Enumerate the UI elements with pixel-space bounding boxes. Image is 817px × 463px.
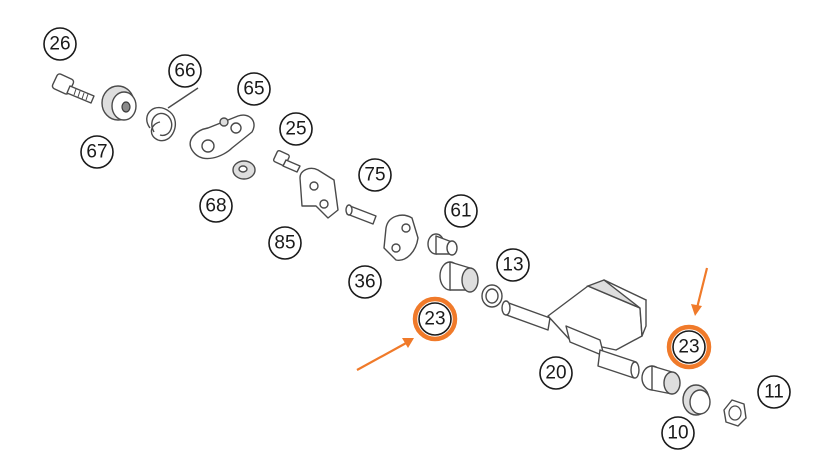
part-65-plate xyxy=(189,114,255,160)
callout-61: 61 xyxy=(444,194,478,228)
callout-23-right-highlighted: 23 xyxy=(666,324,712,370)
part-67-roller xyxy=(101,85,137,121)
callout-66: 66 xyxy=(168,54,202,88)
callout-75: 75 xyxy=(358,158,392,192)
callout-85-label: 85 xyxy=(274,233,295,254)
part-20-main-body xyxy=(501,279,648,379)
callout-13: 13 xyxy=(496,248,530,282)
part-11-circlip xyxy=(723,399,747,427)
part-23-bearing-right xyxy=(641,365,681,395)
callout-20-label: 20 xyxy=(545,363,566,384)
callout-20: 20 xyxy=(539,356,573,390)
callout-65: 65 xyxy=(237,72,271,106)
callout-66-label: 66 xyxy=(174,61,195,82)
callout-25: 25 xyxy=(279,112,313,146)
part-23-bearing-left xyxy=(439,261,479,293)
callout-10-label: 10 xyxy=(667,423,688,444)
callout-68-label: 68 xyxy=(205,196,226,217)
callout-11: 11 xyxy=(757,375,791,409)
part-85-bracket xyxy=(299,167,339,219)
part-61-bushing xyxy=(427,233,458,256)
part-75-pin xyxy=(345,204,377,225)
callout-65-label: 65 xyxy=(243,79,264,100)
part-13-o-ring xyxy=(481,284,503,308)
callout-23-left-highlighted: 23 xyxy=(412,296,458,342)
callout-23-right-label: 23 xyxy=(678,337,699,358)
arrow-to-left-23 xyxy=(356,338,414,371)
part-25-bolt xyxy=(272,149,301,173)
callout-67-label: 67 xyxy=(86,142,107,163)
callout-68: 68 xyxy=(199,189,233,223)
callout-36: 36 xyxy=(348,265,382,299)
callout-61-label: 61 xyxy=(450,201,471,222)
highlight-ring-right xyxy=(666,324,712,370)
part-66-spring xyxy=(146,87,199,142)
part-36-link-plate xyxy=(383,214,419,261)
callout-85: 85 xyxy=(268,226,302,260)
part-68-washer xyxy=(232,160,256,180)
part-26-bolt xyxy=(51,73,95,104)
callout-26-label: 26 xyxy=(49,34,70,55)
callout-23-left-label: 23 xyxy=(424,309,445,330)
highlight-ring-left xyxy=(412,296,458,342)
callout-26: 26 xyxy=(43,27,77,61)
callout-75-label: 75 xyxy=(364,165,385,186)
callout-36-label: 36 xyxy=(354,272,375,293)
callout-67: 67 xyxy=(80,135,114,169)
callout-10: 10 xyxy=(661,416,695,450)
callout-11-label: 11 xyxy=(764,382,784,403)
callout-25-label: 25 xyxy=(285,119,306,140)
callout-13-label: 13 xyxy=(502,255,523,276)
part-10-seal xyxy=(682,384,711,416)
arrow-to-right-23 xyxy=(691,267,709,316)
